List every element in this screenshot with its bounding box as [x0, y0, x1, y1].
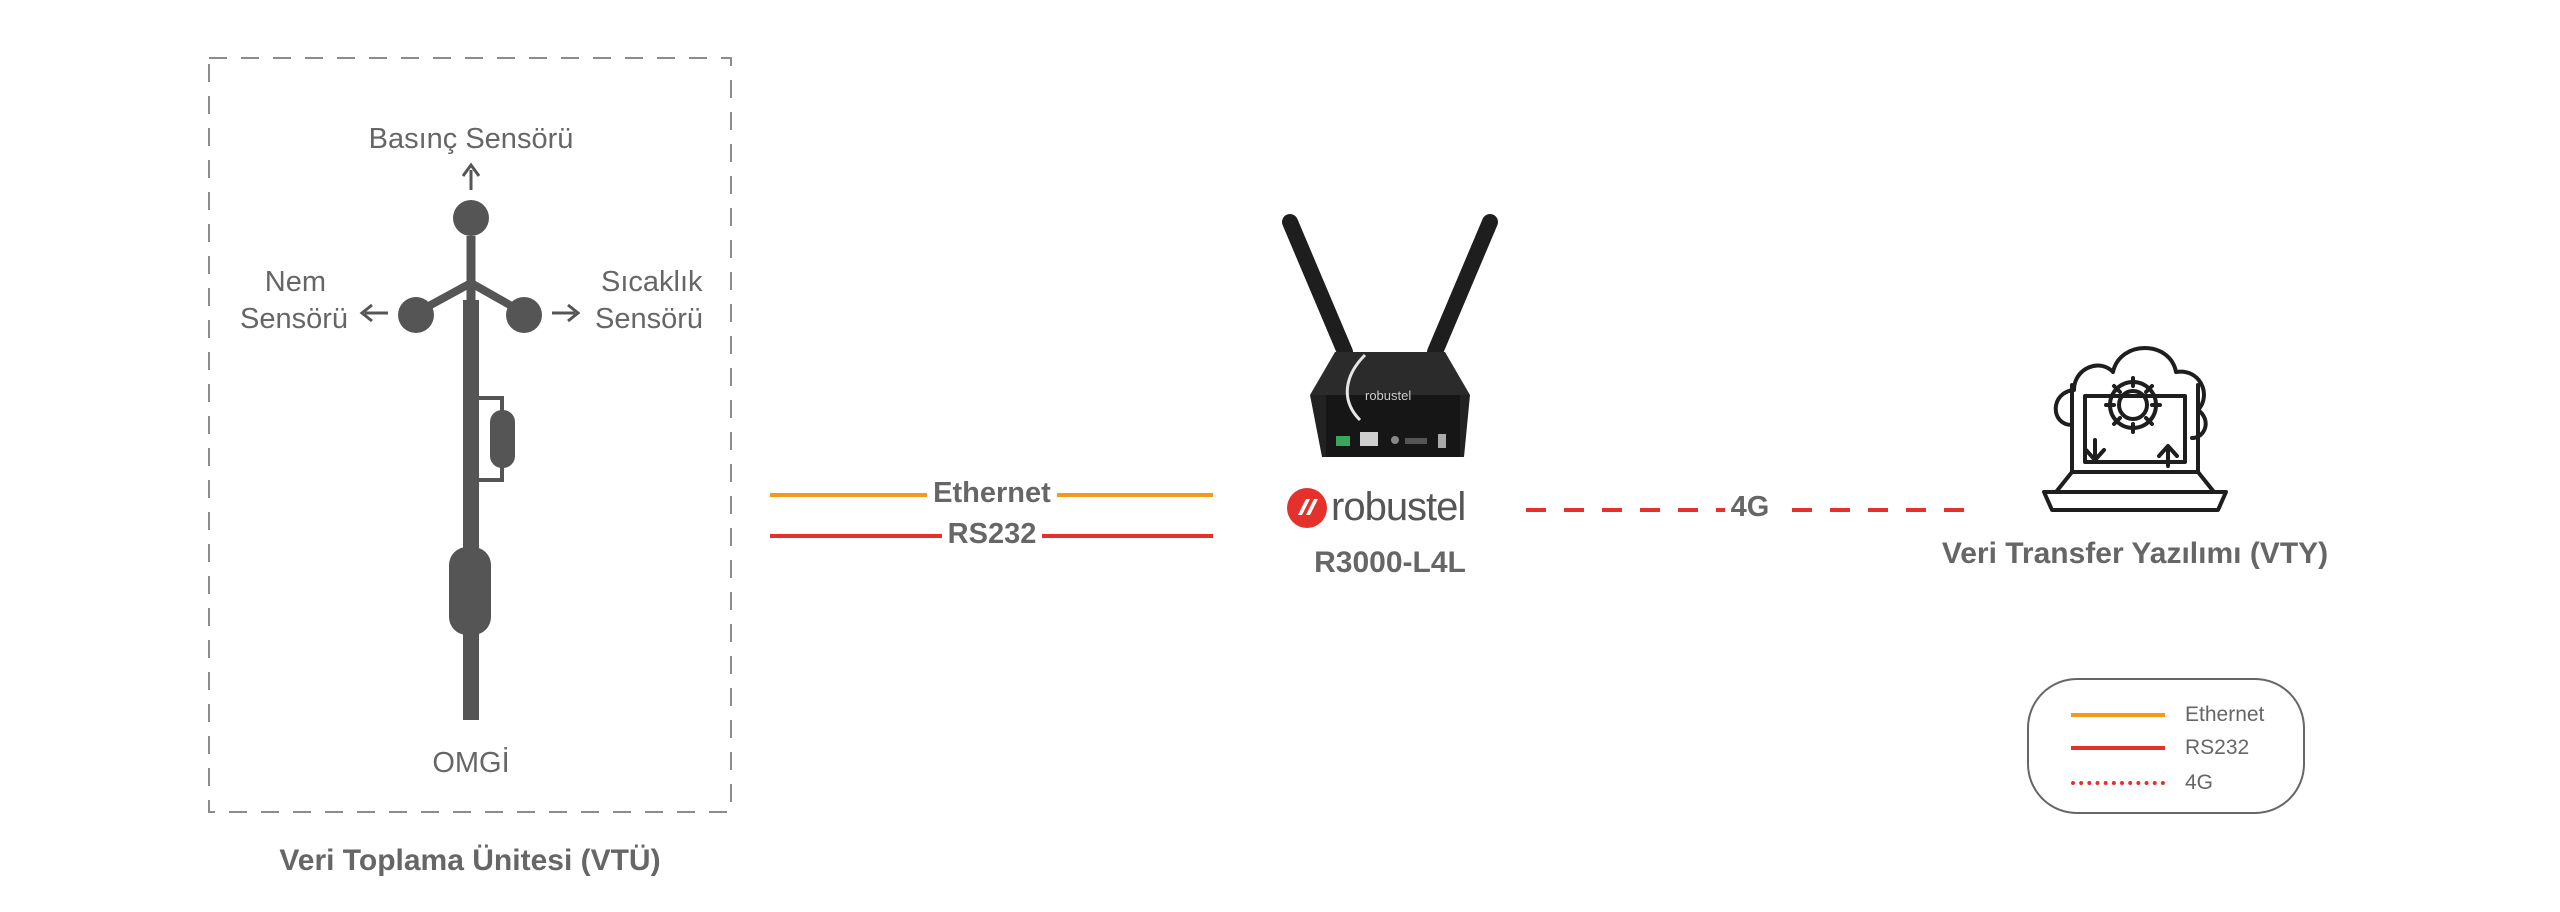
legend-label-rs232: RS232 [2185, 736, 2250, 759]
legend-swatch-rs232 [2071, 746, 2165, 750]
robustel-logo-icon [1287, 487, 1327, 528]
legend-item-rs232: RS232 [2071, 733, 2249, 763]
ethernet-connection-label: Ethernet [927, 477, 1057, 513]
legend-item-4g: 4G [2071, 768, 2213, 798]
router-model-label: R3000-L4L [1314, 546, 1466, 579]
temperature-sensor-label-line1: Sıcaklık [601, 266, 703, 298]
rs232-connection-label: RS232 [941, 518, 1043, 554]
legend-swatch-ethernet [2071, 713, 2165, 717]
legend-label-ethernet: Ethernet [2185, 703, 2265, 726]
humidity-sensor-label-line1: Nem [264, 266, 326, 298]
vty-title: Veri Transfer Yazılımı (VTY) [1941, 537, 2329, 570]
router-body-brand: robustel [1365, 388, 1412, 403]
pressure-sensor-label: Basınç Sensörü [368, 123, 574, 155]
omgi-label: OMGİ [432, 747, 510, 779]
legend-swatch-4g [2071, 781, 2165, 785]
legend: Ethernet RS232 4G [2027, 678, 2305, 814]
legend-item-ethernet: Ethernet [2071, 700, 2264, 730]
vtu-title: Veri Toplama Ünitesi (VTÜ) [279, 844, 661, 877]
robustel-logo-text: robustel [1331, 485, 1466, 529]
humidity-sensor-label-line2: Sensörü [239, 303, 348, 335]
4g-connection-label: 4G [1724, 491, 1776, 527]
temperature-sensor-label-line2: Sensörü [595, 303, 704, 335]
robustel-logo: robustel [1286, 485, 1466, 530]
legend-label-4g: 4G [2185, 771, 2214, 794]
